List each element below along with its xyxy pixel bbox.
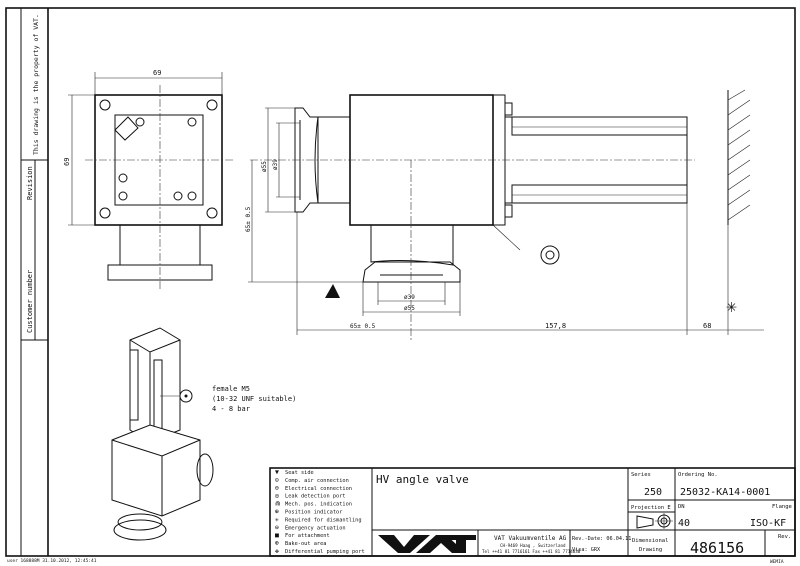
drawing-number: 486156 [690,539,744,557]
side-view: ✳ ø55 ø39 65± 0.5 ø39 ø55 65± 0.5 157,8 … [245,89,764,340]
dismantling-icon: ✳ [726,296,737,317]
note-line-3: 4 - 8 bar [212,405,250,413]
front-height-dim: 69 [63,158,71,166]
note-line-1: female M5 [212,385,250,393]
revision-label: Revision [26,166,34,200]
position-indicator-icon: ⊕ [275,508,279,516]
dn-value: 40 [678,518,690,529]
legend: ▼ Seat side ⊙ Comp. air connection ⊖ Electric… [275,468,365,555]
legend-item-label: Electrical connection [285,486,352,492]
seat-side-icon [325,284,340,298]
emergency-icon: ⊖ [275,523,279,531]
rev-date: Rev.-Date: 06.04.11 [572,536,631,542]
projection-icon [636,513,673,529]
ordering-label: Ordering No. [678,472,718,478]
vat-logo [378,535,476,553]
dim-height: 65± 0.5 [245,206,252,232]
bakeout-icon: ⊕ [275,539,279,547]
legend-item-label: Mech. pos. indication [285,502,352,508]
legend-item-label: Seat side [285,470,314,476]
mech-pos-icon: ⋒ [275,500,281,508]
company-address: CH-9469 Haag , Switzerland [500,543,566,548]
comp-air-icon: ⊙ [275,476,279,484]
legend-item-label: Position indicator [285,510,342,516]
flange-label: Flange [772,504,792,510]
format-code: WEMIA [770,559,784,565]
rev-label: Rev. [778,534,791,540]
legend-item-label: Emergency actuation [285,525,346,531]
doc-type-line-1: Dimensional [632,538,668,544]
dn-label: DN [678,504,685,510]
doc-type-line-2: Drawing [639,547,662,553]
legend-item-label: Differential pumping port [285,549,365,555]
company-phone: Tel ++41 81 7716161 Fax ++41 81 7714830 [482,549,581,554]
dim-length: 157,8 [545,322,566,330]
dim-flange-outer: ø55 [261,161,268,172]
dim-bottom-inner: ø39 [404,294,415,301]
dim-clearance: 68 [703,322,711,330]
note-line-2: (10-32 UNF suitable) [212,395,296,403]
series-label: Series [631,472,651,478]
front-width-dim: 69 [153,69,161,77]
legend-item-label: Comp. air connection [285,478,349,484]
dim-offset: 65± 0.5 [350,323,376,330]
dismantling-icon: ✳ [275,515,279,523]
ordering-number: 25032-KA14-0001 [680,487,770,498]
leak-detection-icon: ◎ [275,492,279,500]
company-name: VAT Vakuumventile AG [494,535,567,542]
dim-bottom-outer: ø55 [404,305,415,312]
legend-item-label: Bake-out area [285,541,326,547]
front-view: 69 69 [63,69,235,290]
legend-item-label: For attachment [285,533,330,539]
visa: Visa: GRX [572,547,601,553]
drawing-title: HV angle valve [376,473,469,486]
electrical-icon: ⊖ [275,484,279,492]
flange-value: ISO-KF [750,518,786,529]
legend-item-label: Required for dismantling [285,517,362,523]
seat-side-icon: ▼ [275,468,279,476]
series-value: 250 [644,487,662,498]
legend-item-label: Leak detection port [285,494,346,500]
projection-label: Projection E [631,505,671,511]
footer-stamp: user 168888M 31.10.2012, 12:45:41 [7,558,97,564]
title-block: ▼ Seat side ⊙ Comp. air connection ⊖ Electric… [269,467,796,565]
iso-view: female M5 (10-32 UNF suitable) 4 - 8 bar [111,327,296,541]
position-indicator-icon [540,245,560,265]
dim-flange-inner: ø39 [272,159,279,170]
customer-number-label: Customer number [26,270,34,333]
property-notice: This drawing is the property of VAT. [32,14,40,155]
pumping-port-icon: ✥ [275,547,279,555]
attachment-icon: ■ [275,531,279,539]
